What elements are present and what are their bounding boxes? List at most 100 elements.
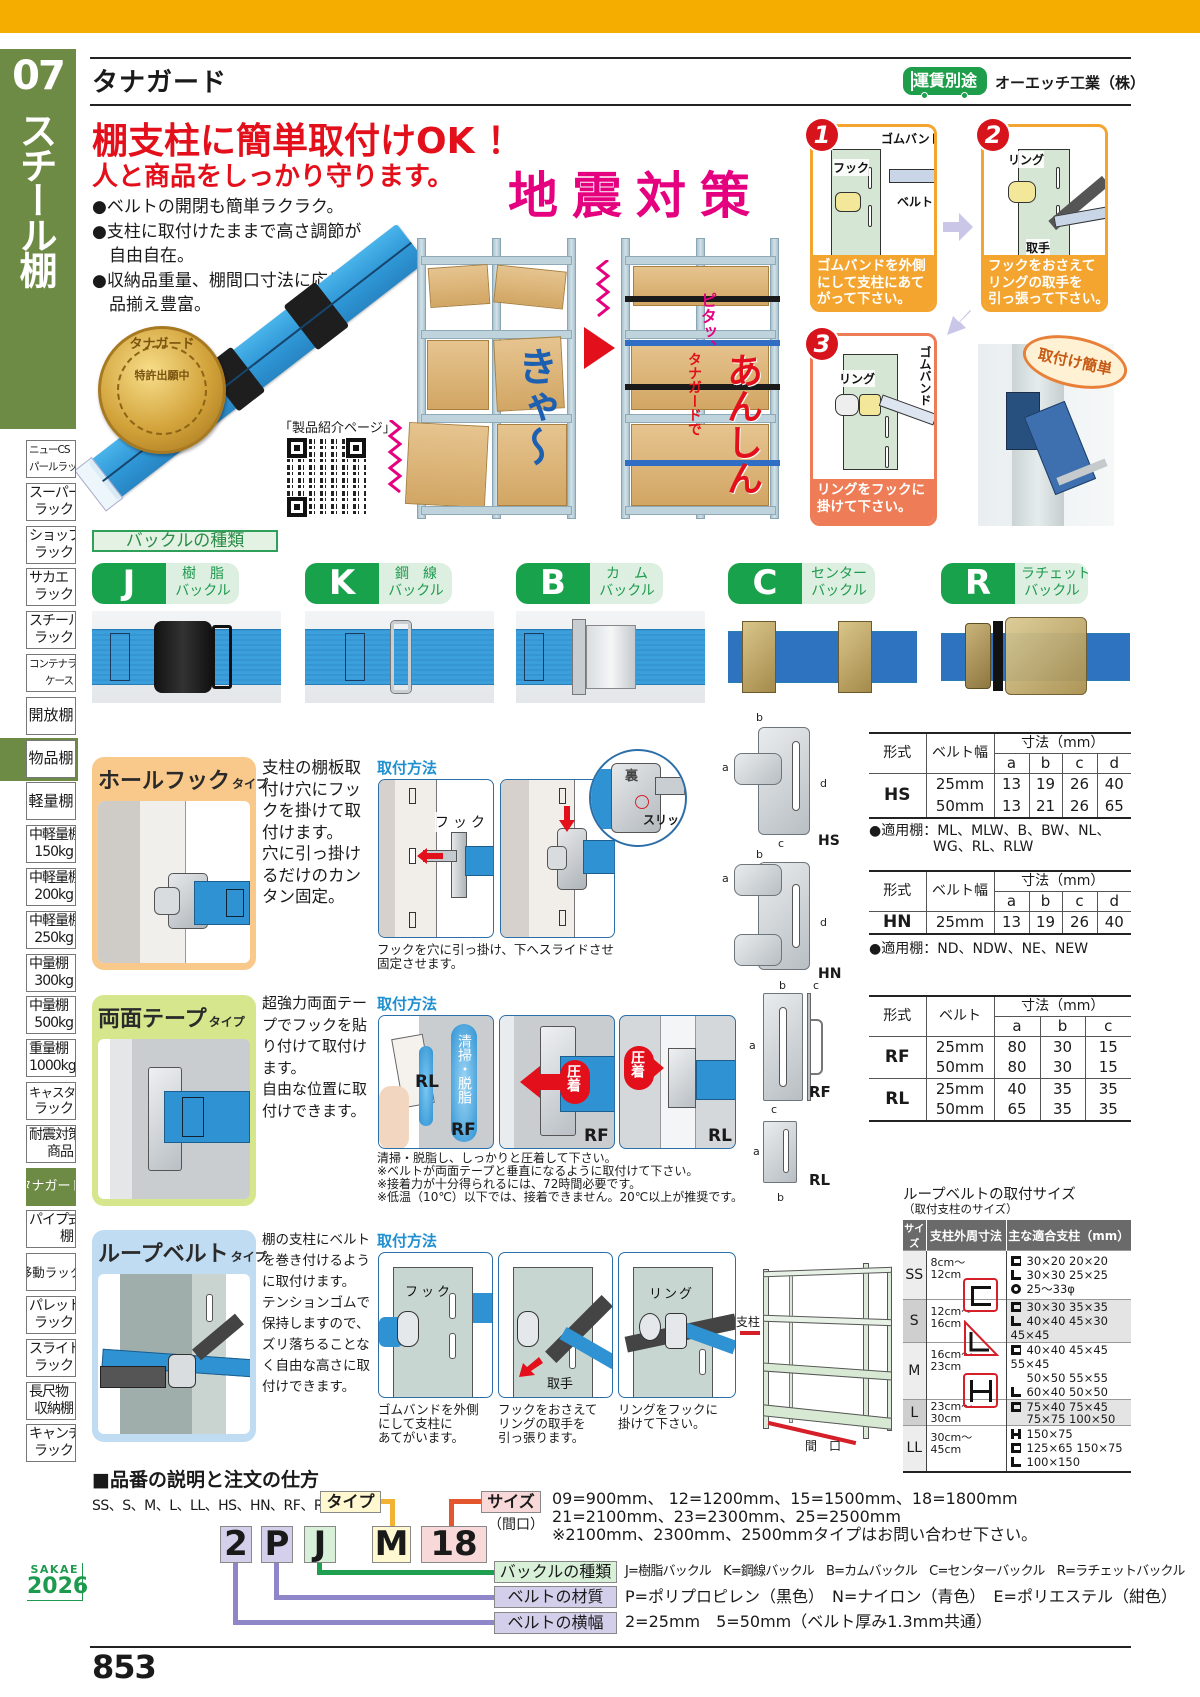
step-3-caption: リングをフックに 掛けて下さい。 (813, 479, 934, 523)
loop-step-1: フック (378, 1252, 493, 1398)
step-1-caption: ゴムバンドを外側 にして支柱にあて がって下さい。 (813, 255, 934, 309)
page-title: タナガード (92, 68, 228, 98)
before-exclamation: きゃ〜 (511, 346, 557, 466)
index-tab-steel-rack[interactable]: スチールラック (26, 611, 76, 650)
after-main-text: あんしん (721, 352, 762, 496)
label-rl: RL (708, 1126, 732, 1146)
code-material: P (261, 1526, 293, 1563)
angle-shape-icon (963, 1319, 1000, 1357)
cam-buckle-photo (516, 611, 705, 703)
index-tab-light-shelf[interactable]: 軽量棚 (26, 782, 76, 821)
hook-icon (835, 192, 861, 212)
top-color-band (0, 0, 1200, 33)
next-step-arrow-icon (943, 213, 973, 241)
hn-applicable-shelves: ●適用棚：ND、NDW、NE、NEW (869, 941, 1089, 957)
hook-back-closeup: 裏 スリット (589, 749, 687, 847)
shelf-line-drawing: 間 口 (763, 1261, 898, 1453)
label-ring: リング (1008, 151, 1045, 168)
index-tab-shop-rack[interactable]: ショップラック (26, 525, 76, 564)
header-rule-top (90, 57, 1131, 59)
hn-hook-diagram: b a d HN (722, 848, 842, 982)
before-after-arrow-icon (584, 327, 615, 369)
type-tag: タイプ (320, 1491, 381, 1513)
index-tab-slide-rack[interactable]: スライドラック (26, 1338, 76, 1377)
headline: 棚支柱に簡単取付けOK ！ (92, 121, 524, 162)
index-tab-long-item-shelf[interactable]: 長尺物収納棚 (26, 1381, 76, 1420)
resin-buckle-photo (92, 611, 281, 703)
index-tab-caster-rack[interactable]: キャスターラック (26, 1081, 76, 1120)
code-type: M (372, 1526, 411, 1563)
index-tab-open-shelf[interactable]: 開放棚 (26, 696, 76, 735)
label-rf: RF (451, 1120, 476, 1140)
rf-rl-diagram: b c a RF c a b RL (749, 979, 831, 1204)
hs-applicable-shelves: ●適用棚：ML、MLW、B、BW、NL、 WG、RL、RLW (869, 823, 1111, 855)
qr-code[interactable] (287, 438, 366, 517)
index-tab-pipe-shelf[interactable]: パイプ式棚 (26, 1210, 76, 1249)
c-channel-shape-icon (963, 1278, 998, 1312)
index-tab-tanaguard[interactable]: タナガード (26, 1167, 76, 1206)
ring-icon (1008, 181, 1036, 203)
order-section-title: ■品番の説明と注文の仕方 (92, 1469, 319, 1491)
earthquake-title: 地震対策 (508, 167, 764, 225)
label-hook: フック (435, 812, 489, 832)
tape-type-box: 両面テープタイプ (92, 995, 256, 1206)
step-1-number: 1 (806, 119, 838, 151)
material-connector (274, 1563, 279, 1600)
medal-arc-text: タナガード (129, 337, 195, 352)
shelf-after-image (621, 238, 780, 519)
tape-method-label: 取付方法 (377, 995, 438, 1013)
label-rf: RF (584, 1126, 609, 1146)
qr-finder-icon (346, 438, 366, 458)
label-handle: 取手 (1026, 239, 1051, 256)
hook-icon (835, 394, 859, 416)
qr-finder-icon (287, 438, 307, 458)
ratchet-buckle-photo (941, 611, 1130, 703)
label-press: 圧着 (629, 1050, 645, 1078)
index-tab-mobile-rack[interactable]: 移動ラック (26, 1253, 76, 1292)
chapter-tab: 07 スチール棚 (0, 49, 76, 429)
index-tab-pallet-rack[interactable]: パレットラック (26, 1295, 76, 1334)
index-tab-super-rack[interactable]: スーパーラック (26, 482, 76, 521)
label-back: 裏 (625, 769, 639, 784)
index-tab-container-rack[interactable]: コンテナラックケース (26, 653, 76, 692)
feature-item: ●支柱に取付けたままで高さ調節が (92, 221, 362, 242)
loop-step-1-caption: ゴムバンドを外側 にして支柱に あてがいます。 (378, 1402, 479, 1445)
index-tab-goods-shelf[interactable]: 物品棚 (26, 739, 76, 778)
buckle-connector (317, 1563, 322, 1575)
buckle-types-label: バックルの種類 (92, 530, 278, 552)
tape-step-2: 圧着 RF (499, 1015, 615, 1149)
header-rule-bottom (90, 104, 1131, 106)
chapter-number: 07 (12, 53, 66, 99)
shake-zigzag-icon (595, 260, 611, 318)
label-hook: フック (833, 159, 870, 176)
step-2-panel: リング 取手 フックをおさえて リングの取手を 引っ張って下さい。 (981, 124, 1108, 312)
step-3-number: 3 (806, 328, 838, 360)
hole-hook-description: 支柱の棚板取 付け穴にフッ クを掛けて取 付けます。 穴に引っ掛け るだけのカン… (262, 758, 361, 906)
after-small-text: ピタッ、 (698, 292, 717, 356)
index-tab-seismic-products[interactable]: 耐震対策商品 (26, 1124, 76, 1163)
hole-hook-method-label: 取付方法 (377, 759, 438, 777)
hole-hook-step-1: フック (378, 779, 494, 938)
index-tab-sakae-rack[interactable]: サカエラック (26, 568, 76, 607)
shipping-badge: 運賃別途 (903, 67, 987, 99)
buckle-badge-j: J 樹 脂バックル (92, 563, 239, 604)
label-rubber-band: ゴムバンド (918, 346, 932, 406)
index-tab-cantilever-rack[interactable]: キャンチラック (26, 1424, 76, 1463)
index-tab-new-cs-pearl-rack[interactable]: ニューCSパールラック (26, 440, 76, 478)
hole-hook-type-box: ホールフックタイプ (92, 757, 268, 970)
press-left-arrow-icon (520, 1066, 568, 1098)
loop-size-subtitle: （取付支柱のサイズ） (903, 1202, 1018, 1216)
tape-photo (98, 1039, 250, 1199)
belt-material-label: ベルトの材質 (494, 1586, 617, 1608)
shipping-badge-label: 運賃別途 (912, 71, 977, 90)
